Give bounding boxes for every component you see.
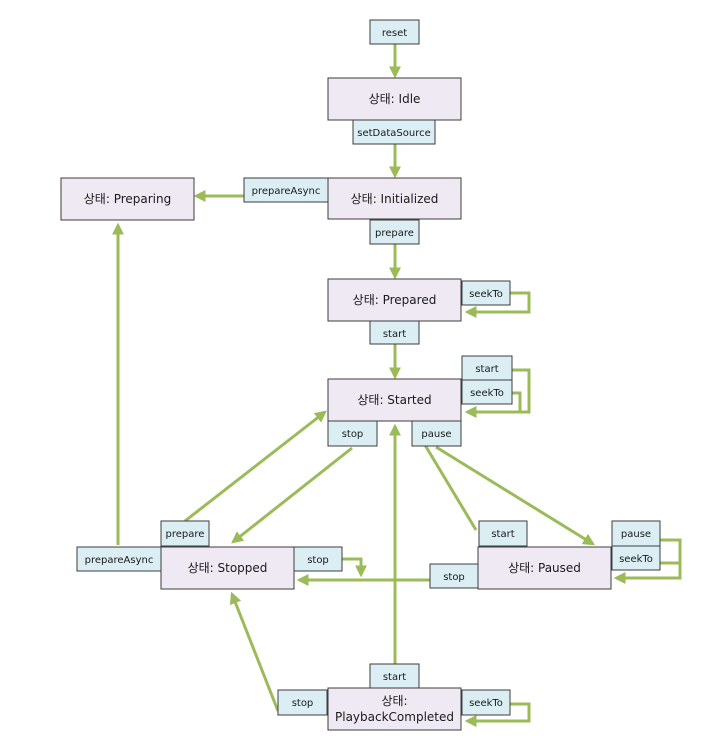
label-set-data-source: setDataSource xyxy=(352,119,436,145)
arrow-prepared-seekto-loop xyxy=(464,291,531,318)
state-idle: 상태: Idle xyxy=(327,77,462,121)
label-stop-completed: stop xyxy=(277,689,328,716)
label-stop-completed-text: stop xyxy=(292,698,314,709)
label-stop-started: stop xyxy=(327,420,378,447)
state-preparing: 상태: Preparing xyxy=(60,177,195,221)
label-prepare-stopped-text: prepare xyxy=(166,529,205,540)
label-prepare-async-left: prepareAsync xyxy=(76,546,162,572)
state-preparing-label: 상태: Preparing xyxy=(84,192,171,206)
state-playback-completed-label-line1: 상태: xyxy=(381,694,407,708)
state-playback-completed: 상태: PlaybackCompleted xyxy=(327,687,462,731)
label-seekto-started-text: seekTo xyxy=(470,388,504,399)
state-stopped: 상태: Stopped xyxy=(160,546,295,590)
arrow-started-to-stopped xyxy=(231,446,353,544)
label-reset-text: reset xyxy=(382,28,407,39)
label-pause-paused-text: pause xyxy=(621,529,651,540)
state-stopped-label: 상태: Stopped xyxy=(188,561,268,575)
state-prepared: 상태: Prepared xyxy=(327,278,462,322)
label-pause-paused: pause xyxy=(611,520,661,547)
state-playback-completed-label-line2: PlaybackCompleted xyxy=(335,710,454,724)
label-set-data-source-text: setDataSource xyxy=(357,128,431,139)
arrow-paused-loop xyxy=(613,538,682,584)
state-idle-label: 상태: Idle xyxy=(369,92,421,106)
label-start-started: start xyxy=(461,355,513,381)
label-start-paused-text: start xyxy=(491,529,514,540)
state-paused: 상태: Paused xyxy=(477,546,612,590)
state-initialized-label: 상태: Initialized xyxy=(351,192,439,206)
state-started-label: 상태: Started xyxy=(357,393,431,407)
label-pause-started: pause xyxy=(411,420,462,447)
label-seekto-completed: seekTo xyxy=(461,689,511,716)
label-start-paused: start xyxy=(478,520,528,547)
label-seekto-paused-text: seekTo xyxy=(619,554,653,565)
label-stop-stopped: stop xyxy=(293,546,343,572)
arrow-completed-seekto-loop xyxy=(464,702,531,727)
label-seekto-paused: seekTo xyxy=(611,545,661,571)
label-reset: reset xyxy=(369,19,420,45)
arrow-stopped-to-started xyxy=(184,410,327,523)
label-stop-paused-text: stop xyxy=(443,572,465,583)
arrow-started-seekto-loop xyxy=(464,391,522,418)
state-prepared-label: 상태: Prepared xyxy=(353,293,437,307)
label-prepare-async-top: prepareAsync xyxy=(243,177,329,203)
label-start-completed-text: start xyxy=(383,672,406,683)
label-stop-stopped-text: stop xyxy=(307,555,329,566)
state-initialized: 상태: Initialized xyxy=(327,177,462,220)
label-prepare-top: prepare xyxy=(369,219,420,245)
label-prepare-top-text: prepare xyxy=(375,228,414,239)
label-start-started-text: start xyxy=(475,364,498,375)
label-seekto-completed-text: seekTo xyxy=(469,698,503,709)
label-prepare-async-top-text: prepareAsync xyxy=(252,186,321,197)
label-pause-started-text: pause xyxy=(421,429,451,440)
label-start-prepared: start xyxy=(369,320,420,345)
label-seekto-started: seekTo xyxy=(461,379,513,405)
arrow-stopped-stop-loop xyxy=(342,557,367,578)
arrow-started-to-paused xyxy=(435,445,596,546)
label-start-prepared-text: start xyxy=(383,329,406,340)
label-prepare-stopped: prepare xyxy=(160,520,210,547)
transition-arrows xyxy=(112,44,682,727)
label-seekto-prepared-text: seekTo xyxy=(469,289,503,300)
arrow-paused-to-started xyxy=(414,427,478,531)
label-stop-started-text: stop xyxy=(342,429,364,440)
state-paused-label: 상태: Paused xyxy=(508,561,581,575)
arrow-completed-to-stopped xyxy=(229,591,280,712)
label-prepare-async-left-text: prepareAsync xyxy=(85,555,154,566)
state-started: 상태: Started xyxy=(327,378,462,422)
label-seekto-prepared: seekTo xyxy=(461,280,511,306)
label-start-completed: start xyxy=(369,663,420,689)
label-stop-paused: stop xyxy=(429,563,479,589)
